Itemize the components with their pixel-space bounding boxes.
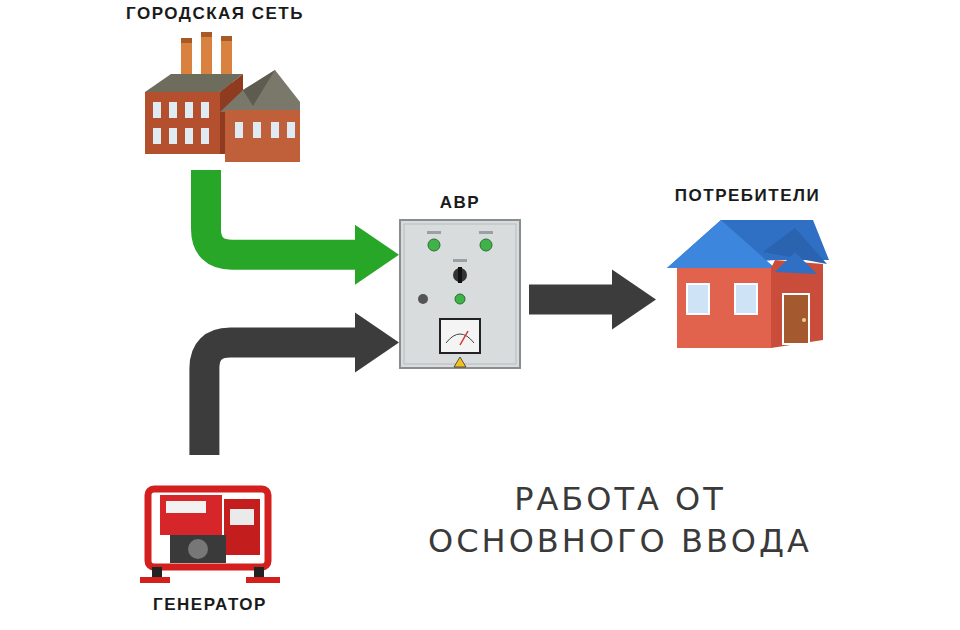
node-label: ГОРОДСКАЯ СЕТЬ bbox=[126, 4, 304, 24]
consumer-house: ПОТРЕБИТЕЛИ bbox=[660, 186, 835, 366]
arrow-shaft bbox=[206, 170, 357, 255]
power-flow-arrow bbox=[529, 270, 656, 330]
icon-holder bbox=[125, 30, 305, 170]
power-flow-arrow bbox=[206, 170, 399, 285]
generator-icon bbox=[140, 469, 280, 587]
arrow-head bbox=[612, 270, 656, 330]
diagram-caption: РАБОТА ОТ ОСНОВНОГО ВВОДА bbox=[410, 478, 830, 562]
arrow-head bbox=[355, 225, 399, 285]
power-flow-arrow bbox=[204, 313, 399, 455]
arrow-shaft bbox=[204, 343, 357, 455]
ats-cabinet: АВР bbox=[399, 193, 521, 380]
icon-holder bbox=[399, 219, 521, 369]
node-label: АВР bbox=[440, 193, 480, 213]
ats-cabinet-icon bbox=[399, 219, 521, 369]
arrow-head bbox=[355, 313, 399, 373]
factory-icon bbox=[125, 30, 305, 170]
grid-source: ГОРОДСКАЯ СЕТЬ bbox=[125, 4, 305, 170]
house-icon bbox=[663, 212, 833, 354]
generator-source: ГЕНЕРАТОР bbox=[140, 455, 280, 615]
arrow-shaft bbox=[529, 285, 614, 315]
icon-holder bbox=[140, 469, 280, 587]
node-label: ПОТРЕБИТЕЛИ bbox=[675, 186, 820, 206]
node-label: ГЕНЕРАТОР bbox=[153, 595, 267, 615]
icon-holder bbox=[663, 212, 833, 354]
